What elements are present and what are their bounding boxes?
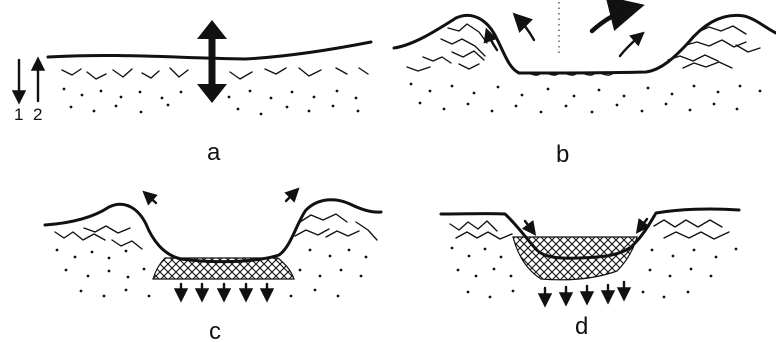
- panel-label-c: c: [209, 318, 221, 342]
- panel-d-inward-arrow-left: [525, 221, 534, 233]
- panel-b-ejecta-arrow-left-inner: [516, 16, 534, 40]
- panel-c-ejecta-arrow-right: [286, 190, 297, 201]
- panel-c-crosshatched-melt-zone: [153, 258, 294, 279]
- panel-c-right-fracture-pattern: [295, 214, 377, 240]
- panel-b-ejecta-arrow-right-small: [620, 34, 642, 56]
- panel-b-right-fracture-cells: [668, 26, 760, 68]
- panel-d-left-fracture-pattern: [450, 221, 512, 239]
- legend-label-1: 1: [14, 105, 23, 124]
- panel-b: b: [394, 2, 776, 168]
- panel-b-ejecta-arrow-right-bold: [592, 7, 636, 31]
- panel-a: 1 2 a: [14, 20, 371, 166]
- panel-d: d: [441, 209, 739, 340]
- panel-b-stipple-dots: [410, 83, 762, 114]
- panel-c-crater-outline: [45, 200, 381, 262]
- panel-b-left-fracture-cells: [407, 24, 487, 71]
- panel-c: c: [45, 190, 381, 342]
- panel-c-left-fracture-pattern: [55, 226, 142, 249]
- panel-d-right-fracture-pattern: [654, 220, 729, 239]
- panel-a-double-arrow: [197, 20, 227, 103]
- panel-label-d: d: [575, 313, 588, 340]
- panel-label-b: b: [556, 141, 569, 168]
- panel-d-crosshatched-melt-zone: [513, 237, 637, 280]
- legend-label-2: 2: [33, 105, 42, 124]
- panel-label-a: a: [207, 139, 221, 166]
- panel-c-ejecta-arrow-left: [145, 193, 156, 203]
